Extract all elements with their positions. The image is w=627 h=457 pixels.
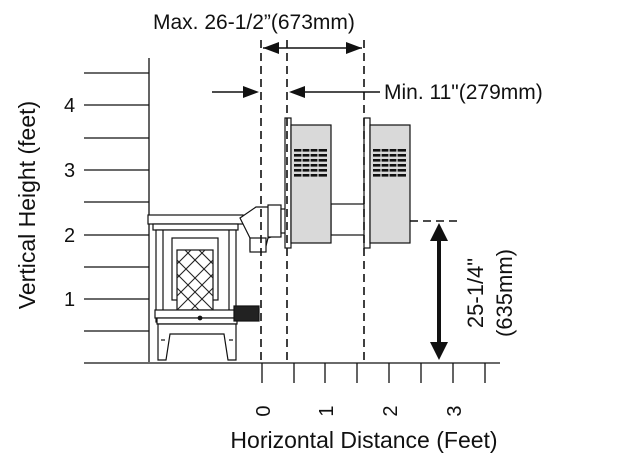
- vertical-scale: [84, 58, 150, 362]
- floor-line: [84, 362, 500, 383]
- vent-terminal-icon: [284, 117, 332, 249]
- vent-terminal-icon: [363, 117, 411, 249]
- height-dimension-label-line2: (635mm): [492, 249, 517, 337]
- vertical-tick-label: 4: [64, 95, 75, 117]
- min-dimension-arrow: [212, 86, 380, 98]
- min-clearance-label: Min. 11"(279mm): [384, 81, 543, 104]
- vent-pipe-elbow: [239, 204, 288, 253]
- horizontal-tick-label: 3: [444, 405, 466, 416]
- vertical-tick-label: 1: [64, 289, 75, 311]
- horizontal-axis-title: Horizontal Distance (Feet): [230, 427, 497, 453]
- vertical-tick-label: 2: [64, 225, 75, 247]
- stove-door-grille: [176, 249, 214, 311]
- vertical-axis-title: Vertical Height (feet): [14, 101, 40, 309]
- horizontal-tick-label: 1: [316, 405, 338, 416]
- vertical-tick-label: 3: [64, 160, 75, 182]
- max-dimension-arrow: [263, 42, 362, 54]
- horizontal-tick-label: 0: [253, 405, 275, 416]
- height-dimension-label-line1: 25-1/4": [463, 258, 488, 328]
- height-dimension-arrow: [430, 223, 448, 360]
- wood-stove-icon: [147, 214, 260, 361]
- vent-pipe-extension: [330, 203, 367, 236]
- dashed-reference-lines: [260, 40, 462, 363]
- max-clearance-label: Max. 26-1/2”(673mm): [153, 11, 355, 34]
- horizontal-tick-label: 2: [380, 405, 402, 416]
